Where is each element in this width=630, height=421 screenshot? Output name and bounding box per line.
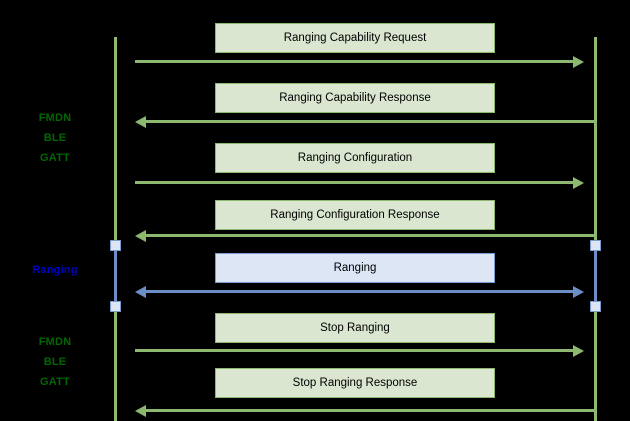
- message-label: Ranging Configuration Response: [270, 209, 440, 221]
- message-label: Stop Ranging Response: [292, 377, 418, 389]
- message-arrow-line: [146, 409, 594, 412]
- message-arrow-line: [146, 290, 573, 293]
- message-box[interactable]: Ranging Capability Request: [215, 23, 495, 53]
- arrow-head-left-icon: [135, 285, 146, 298]
- phase-label-ranging: Ranging: [32, 264, 78, 276]
- message-arrow-line: [135, 60, 573, 63]
- message-box[interactable]: Stop Ranging: [215, 313, 495, 343]
- activation-node-right-end: [590, 301, 601, 312]
- message-label: Ranging Capability Request: [283, 32, 427, 44]
- arrow-head-left-icon: [135, 115, 146, 128]
- activation-node-right-start: [590, 240, 601, 251]
- message-arrow-line: [135, 181, 573, 184]
- message-box[interactable]: Stop Ranging Response: [215, 368, 495, 398]
- activation-node-left-end: [110, 301, 121, 312]
- activation-node-left-start: [110, 240, 121, 251]
- lifeline-left-green-top: [114, 37, 117, 246]
- message-label: Ranging: [333, 262, 377, 274]
- message-arrow-line: [135, 349, 573, 352]
- arrow-head-left-icon: [135, 404, 146, 417]
- message-box[interactable]: Ranging Capability Response: [215, 83, 495, 113]
- arrow-head-right-icon: [573, 55, 584, 68]
- arrow-head-right-icon: [573, 285, 584, 298]
- arrow-head-right-icon: [573, 344, 584, 357]
- message-arrow-line: [146, 120, 594, 123]
- message-arrow-line: [146, 234, 594, 237]
- lifeline-right-green-bottom: [594, 306, 597, 421]
- message-box[interactable]: Ranging: [215, 253, 495, 283]
- phase-label-fmdn-bottom: FMDN BLE GATT: [38, 336, 72, 388]
- message-label: Ranging Capability Response: [279, 92, 431, 104]
- lifeline-right-green-top: [594, 37, 597, 246]
- arrow-head-left-icon: [135, 229, 146, 242]
- arrow-head-right-icon: [573, 176, 584, 189]
- message-label: Ranging Configuration: [297, 152, 413, 164]
- lifeline-left-green-bottom: [114, 306, 117, 421]
- message-box[interactable]: Ranging Configuration Response: [215, 200, 495, 230]
- lifeline-left-blue-ranging: [114, 245, 117, 307]
- message-box[interactable]: Ranging Configuration: [215, 143, 495, 173]
- lifeline-right-blue-ranging: [594, 245, 597, 307]
- phase-label-fmdn-top: FMDN BLE GATT: [38, 112, 72, 164]
- message-label: Stop Ranging: [320, 322, 390, 334]
